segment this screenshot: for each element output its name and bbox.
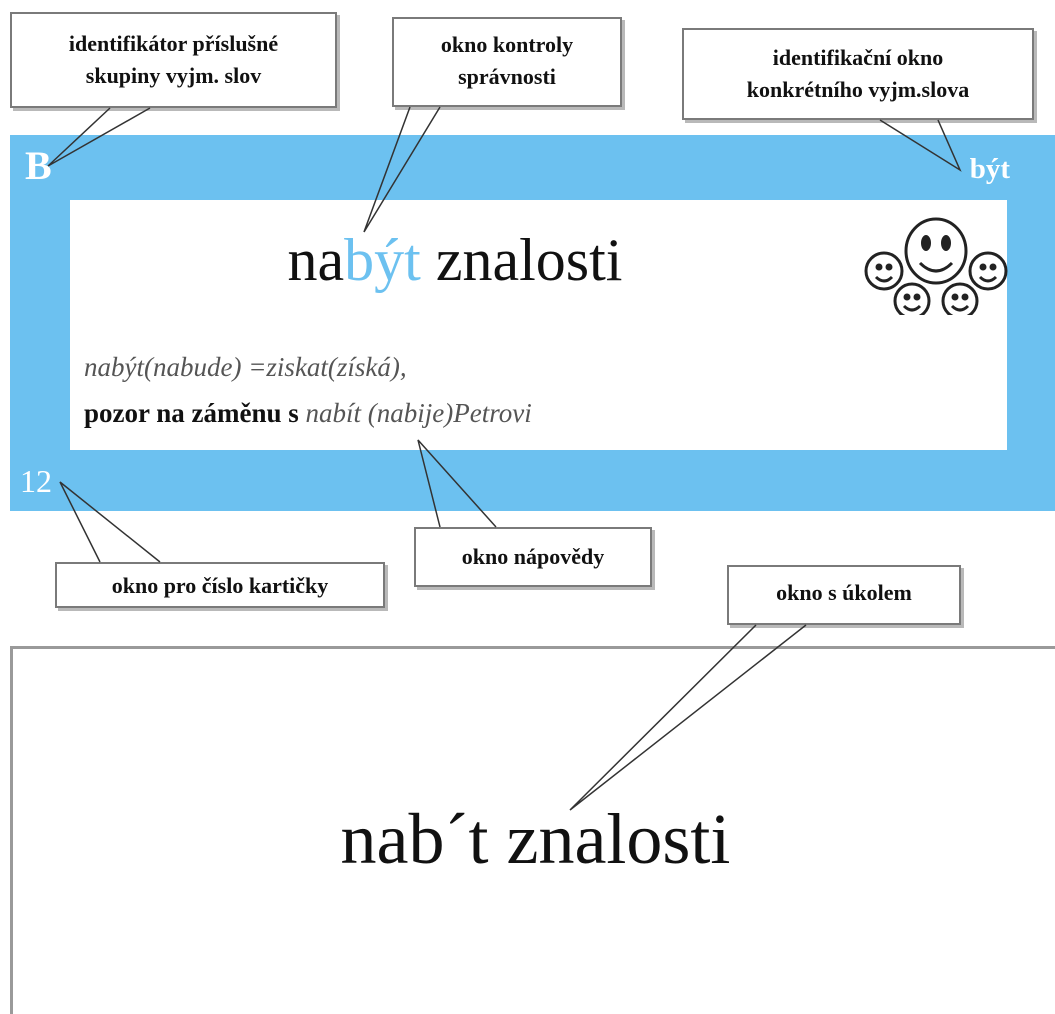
hint-line-1: nabýt(nabude) =ziskat(získá), [84,352,407,382]
callout-group-identifier-line2: skupiny vyjm. slov [85,63,262,88]
check-window: nabýt znalosti nabýt(nabude) =ziskat(zís… [70,200,1008,450]
callout-check-window-line2: správnosti [458,64,556,89]
group-identifier: B [25,143,52,188]
callout-group-identifier-line1: identifikátor příslušné [68,31,279,56]
task-text: nab´t znalosti [340,799,731,879]
phrase-suffix: znalosti [420,227,623,293]
callout-hint-window: okno nápovědy [414,527,652,587]
callout-word-identifier-line1: identifikační okno [772,45,944,70]
callout-check-window: okno kontroly správnosti [392,17,622,107]
word-identifier: být [969,153,1010,185]
callout-group-identifier: identifikátor příslušné skupiny vyjm. sl… [10,12,337,108]
card-number: 12 [20,463,52,499]
callout-task-window: okno s úkolem [727,565,961,625]
hint-line-2: pozor na záměnu s nabít (nabije)Petrovi [84,396,532,430]
check-phrase: nabýt znalosti [70,225,840,295]
callout-word-identifier: identifikační okno konkrétního vyjm.slov… [682,28,1034,120]
smiley-group-icon [864,217,1008,315]
hint-line-2-bold: pozor na záměnu s [84,398,306,428]
phrase-prefix: na [287,227,345,293]
callout-check-window-line1: okno kontroly [440,32,574,57]
phrase-highlight: být [344,227,421,293]
hint-line-2-italic: nabít (nabije)Petrovi [305,398,532,428]
task-window: nab´t znalosti [10,646,1055,1014]
callout-word-identifier-line2: konkrétního vyjm.slova [746,77,970,102]
callout-card-number-window: okno pro číslo kartičky [55,562,385,608]
